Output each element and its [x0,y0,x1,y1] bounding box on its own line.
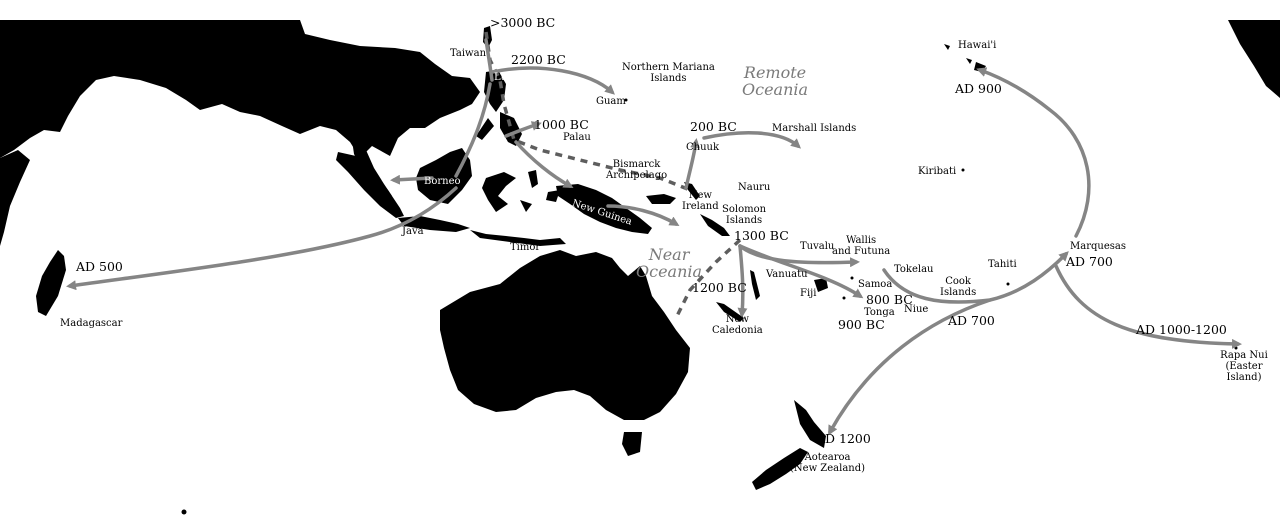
sulawesi-land [482,172,516,212]
date-3000bc: >3000 BC [490,15,556,30]
vanuatu-land [750,270,760,300]
remote-oceania-label: Remote Oceania [742,64,808,98]
route-solomon-samoa [738,244,864,299]
place-tahiti: Tahiti [988,259,1017,270]
route-newguinea-bismarck [606,204,680,227]
place-tokelau: Tokelau [894,264,934,275]
place-marshall: Marshall Islands [772,123,857,134]
remote-oceania-text: Remote Oceania [742,63,809,99]
date-ad1200: AD 1200 [816,431,871,446]
new-guinea-land [556,184,652,234]
place-northern-mariana: Northern Mariana Islands [622,62,715,84]
place-vanuatu: Vanuatu [766,269,808,280]
route-dash-bismarck-fiji [674,238,742,319]
date-2200bc: 2200 BC [511,52,566,67]
east-africa [0,150,30,246]
place-bismarck: Bismarck Archipelago [606,159,668,181]
route-taiwan-luzon [484,38,494,82]
place-marquesas: Marquesas [1070,241,1126,252]
java-land [398,216,470,232]
new-caledonia-land [716,302,744,322]
sumatra-land [336,152,404,218]
route-philippines-newguinea [514,140,574,188]
place-chuuk: Chuuk [686,142,720,153]
new-zealand-land [752,400,826,490]
date-200bc: 200 BC [690,119,737,134]
place-solomon: Solomon Islands [722,204,767,226]
route-bismarck-chuuk [684,138,701,190]
place-samoa: Samoa [858,279,893,290]
americas-edge [1228,20,1280,98]
australia-land [440,250,690,420]
date-ad700-cook: AD 700 [948,313,995,328]
tonga-dot [842,296,846,300]
date-800bc: 800 BC [866,292,913,307]
route-borneo-sumatra [390,174,434,185]
near-oceania-label: Near Oceania [636,246,702,280]
place-tonga: Tonga [864,307,895,318]
place-java: Java [402,226,424,237]
date-ad700-marquesas: AD 700 [1066,254,1113,269]
place-wallis: Wallis and Futuna [832,235,891,257]
place-madagascar: Madagascar [60,318,123,329]
route-philippines-palau [504,121,542,138]
date-1200bc: 1200 BC [692,280,747,295]
landmasses [0,20,1280,515]
place-niue: Niue [904,304,929,315]
route-luzon-borneo [454,82,492,178]
place-new-caledonia: New Caledonia [712,314,763,336]
guam-dot [624,98,628,102]
near-oceania-text: Near Oceania [636,245,703,281]
place-fiji: Fiji [800,288,817,299]
route-chuuk-marshall [702,131,801,149]
place-nauru: Nauru [738,182,771,193]
solomon-land [700,214,730,236]
date-1300bc: 1300 BC [734,228,789,243]
madagascar-land [36,250,66,316]
date-ad500: AD 500 [76,259,123,274]
place-rapa-nui: Rapa Nui (Easter Island) [1220,350,1268,383]
place-kiribati: Kiribati [918,166,957,177]
place-timor: Timor [510,242,541,253]
route-marquesas-rapanui [1054,264,1242,349]
route-java-madagascar [66,186,458,291]
place-taiwan: Taiwan [450,48,487,59]
date-ad1000-1200: AD 1000-1200 [1136,322,1227,337]
lesser-sunda [470,230,566,246]
place-aotearoa: Aotearoa (New Zealand) [790,452,866,474]
place-borneo: Borneo [424,176,461,187]
migration-routes [66,38,1242,436]
tasmania-land [622,432,642,456]
bismarck-land [646,182,700,204]
samoa-dot [850,276,854,280]
route-marquesas-hawaii [976,67,1091,238]
place-tuvalu: Tuvalu [800,241,835,252]
date-900bc: 900 BC [838,317,885,332]
place-palau: Palau [563,132,591,143]
route-solomon-caledonia [737,244,748,318]
route-cook-aotearoa [828,298,992,436]
fiji-land [814,278,828,292]
place-new-ireland: New Ireland [682,190,719,212]
date-1000bc: 1000 BC [534,117,589,132]
place-cook: Cook Islands [940,276,977,298]
borneo-land [416,148,472,204]
route-luzon-marianas [490,66,615,95]
asia-mainland [0,20,480,158]
place-hawaii: Hawai'i [958,40,997,51]
kerguelen-dot [181,509,187,515]
hawaii-land [944,44,986,72]
place-guam: Guam [596,96,626,107]
moluccas [520,170,560,212]
kiribati-dot [961,168,965,172]
date-ad900: AD 900 [955,81,1002,96]
tahiti-dot [1006,282,1010,286]
place-luzon: Luzon [494,72,525,83]
